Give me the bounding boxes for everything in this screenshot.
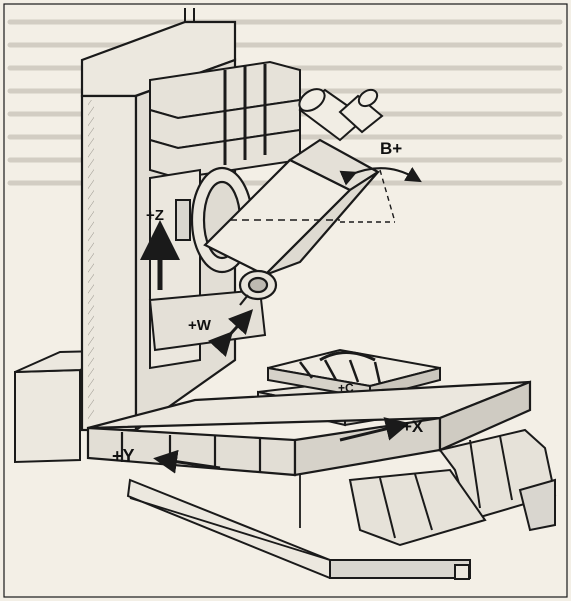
z-axis-label: +Z xyxy=(146,207,164,224)
w-axis-label: +W xyxy=(188,317,212,334)
b-rotation-arrow xyxy=(339,167,422,223)
bed-rail xyxy=(129,475,331,561)
w-axis-arrow xyxy=(208,309,254,357)
y-axis-arrow xyxy=(153,449,221,474)
headstock-slide xyxy=(149,60,301,180)
y-axis-label: +Y xyxy=(112,446,135,466)
head-motors xyxy=(298,88,384,142)
x-axis-arrow xyxy=(339,417,410,442)
spindle-nose xyxy=(238,269,278,306)
figure-border xyxy=(3,3,568,598)
x-axis-label: +X xyxy=(402,417,424,436)
way-cover-front xyxy=(348,468,487,547)
b-rotation-label: B+ xyxy=(380,139,402,158)
